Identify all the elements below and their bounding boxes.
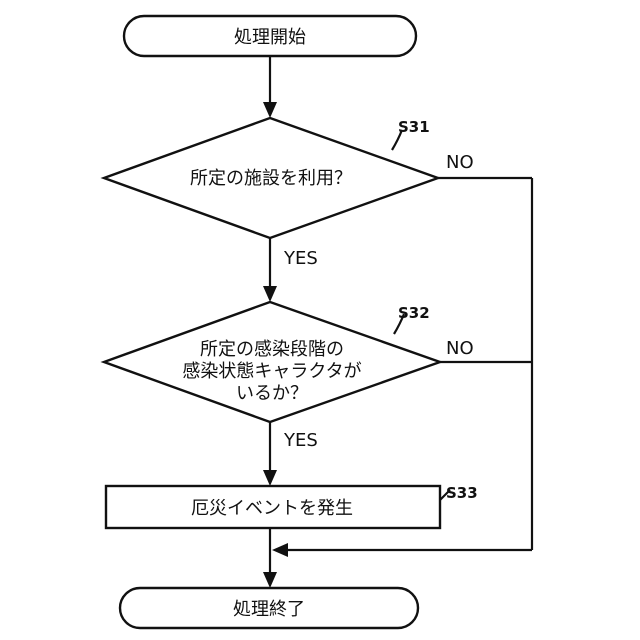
step-label-s32: S32 <box>398 304 430 322</box>
arrowhead-s33-to-end <box>263 572 277 588</box>
arrowhead-s32-yes <box>263 470 277 486</box>
branch-label-s31-no: NO <box>446 152 474 173</box>
arrowhead-no-return <box>272 543 288 557</box>
step-label-s33: S33 <box>446 484 478 502</box>
branch-label-s32-no: NO <box>446 338 474 359</box>
decision-s32: 所定の感染段階の 感染状態キャラクタが いるか？ <box>104 302 440 422</box>
step-label-s31: S31 <box>398 118 430 136</box>
start-label: 処理開始 <box>234 27 306 48</box>
end-terminator: 処理終了 <box>120 588 418 628</box>
decision-s31-text: 所定の施設を利用？ <box>190 168 352 189</box>
process-s33: 厄災イベントを発生 <box>106 486 440 528</box>
process-s33-text: 厄災イベントを発生 <box>191 498 353 519</box>
end-label: 処理終了 <box>233 599 305 620</box>
decision-s32-text-line2: 感染状態キャラクタが <box>182 361 361 382</box>
branch-label-s31-yes: YES <box>283 248 318 269</box>
arrowhead-s31-yes <box>263 286 277 302</box>
decision-s31: 所定の施設を利用？ <box>104 118 438 238</box>
decision-s32-text-line1: 所定の感染段階の <box>200 339 344 360</box>
branch-label-s32-yes: YES <box>283 430 318 451</box>
arrowhead-start-to-s31 <box>263 102 277 118</box>
decision-s32-text-line3: いるか？ <box>236 383 308 404</box>
start-terminator: 処理開始 <box>124 16 416 56</box>
